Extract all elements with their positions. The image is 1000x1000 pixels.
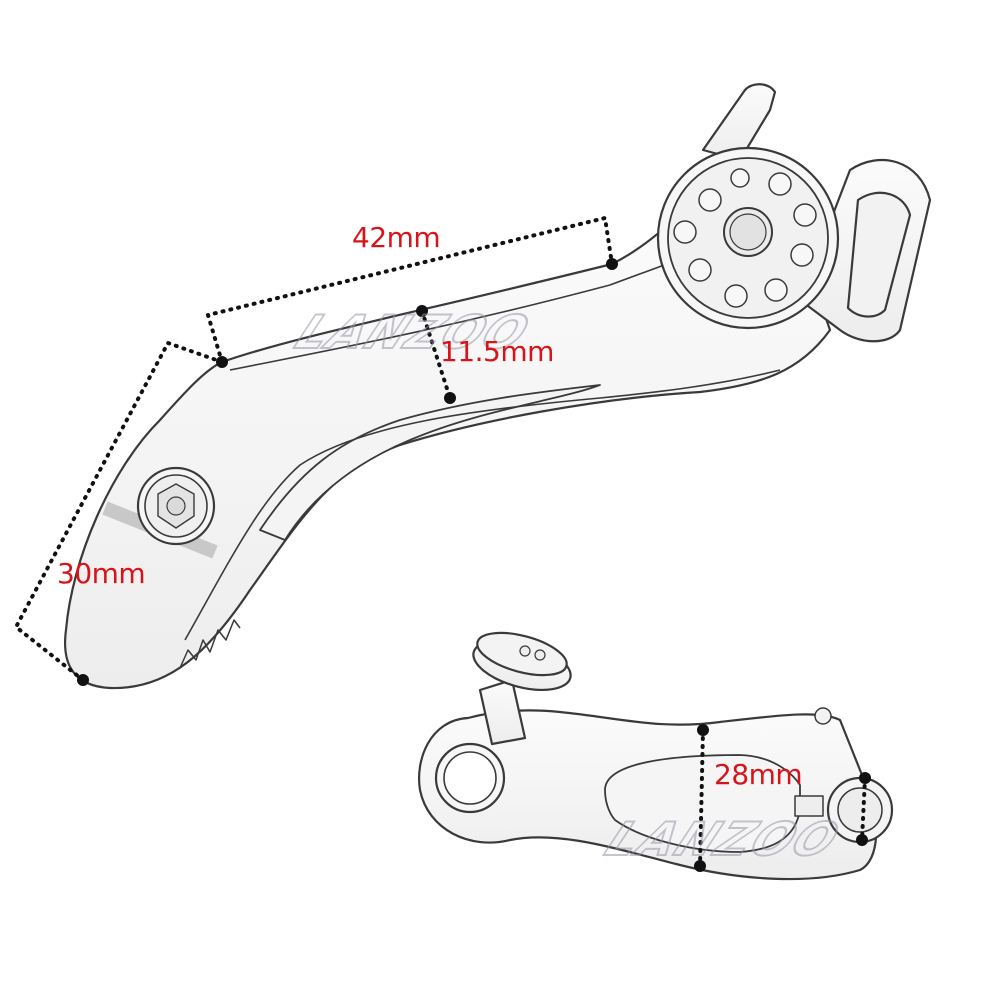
dim-30-line: [13, 340, 224, 682]
dimension-points-main: [77, 258, 618, 686]
dimension-points-small: [694, 724, 871, 872]
dim-28-ref-line: [860, 776, 867, 842]
watermark-bottom: LANZOO: [596, 811, 850, 867]
dimension-label-42mm: 42mm: [352, 221, 441, 254]
dimension-lines-main: [13, 215, 614, 682]
clamp-ring: [798, 158, 932, 343]
dimension-lines-small: [698, 728, 867, 868]
lever-lower-edge: [184, 369, 781, 641]
upright-knob: [472, 631, 572, 746]
main-lever: [64, 83, 932, 690]
dimension-label-11-5mm: 11.5mm: [440, 335, 554, 368]
small-screw: [814, 707, 832, 725]
adjuster-dial: [656, 146, 840, 330]
end-bolt: [136, 466, 216, 546]
dim-28-line: [698, 728, 705, 868]
dim-11-5-line: [420, 309, 452, 400]
dimension-label-30mm: 30mm: [57, 557, 146, 590]
dim-42-line: [205, 215, 614, 364]
lever-serration: [179, 619, 241, 669]
dimension-label-28mm: 28mm: [714, 758, 803, 791]
clamp-tab-upper: [701, 83, 777, 162]
